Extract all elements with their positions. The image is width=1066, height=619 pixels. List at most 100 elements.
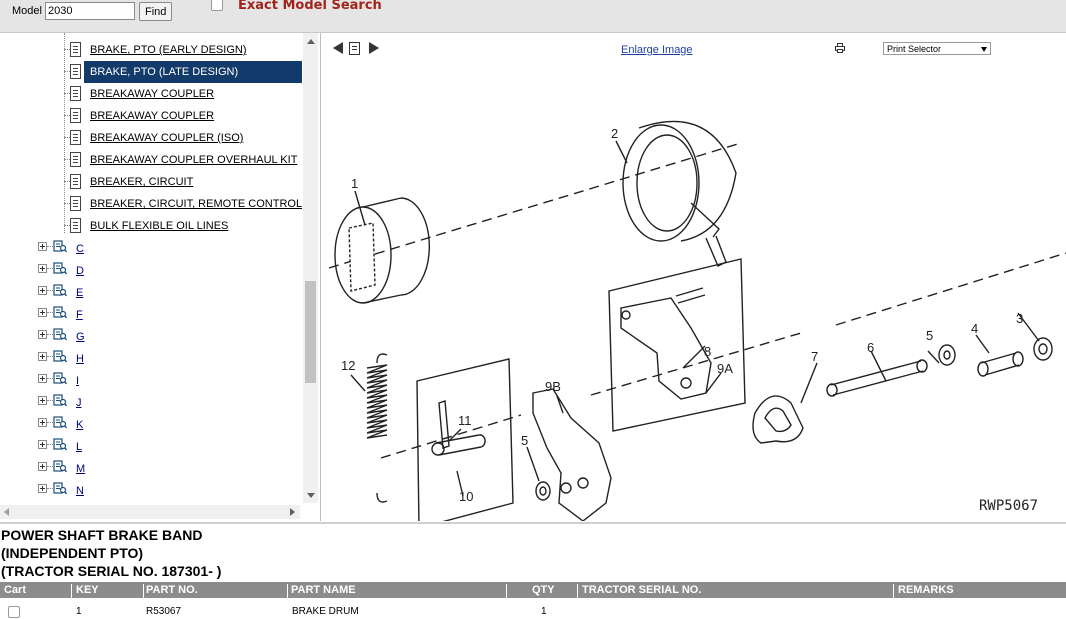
tree-category-label[interactable]: E <box>76 287 84 299</box>
tree-category[interactable]: L <box>38 436 238 458</box>
tree-item-label[interactable]: BREAKAWAY COUPLER OVERHAUL KIT <box>90 154 298 166</box>
book-search-icon <box>53 262 67 275</box>
tree-category-label[interactable]: N <box>76 485 84 497</box>
tree-item-label[interactable]: BREAKAWAY COUPLER (ISO) <box>90 132 244 144</box>
exploded-parts-diagram: 1 2 3 4 5 5 6 7 8 9A 9B 10 11 12 RWP5067 <box>328 120 1066 521</box>
tree-vertical-scroll-thumb[interactable] <box>305 281 316 383</box>
tree-item[interactable]: BREAKAWAY COUPLER (ISO) <box>64 127 304 149</box>
tree-item-label[interactable]: BRAKE, PTO (EARLY DESIGN) <box>90 44 247 56</box>
tree-category-label[interactable]: L <box>76 441 83 453</box>
tree-category-label[interactable]: H <box>76 353 84 365</box>
callout-5: 5 <box>926 328 933 343</box>
expand-icon[interactable] <box>38 374 47 383</box>
tree-item[interactable]: BREAKAWAY COUPLER <box>64 83 304 105</box>
tree-category[interactable]: E <box>38 282 238 304</box>
cart-checkbox[interactable] <box>8 606 20 618</box>
tree-category-label[interactable]: J <box>76 397 82 409</box>
column-header-key: KEY <box>76 584 144 598</box>
document-icon <box>70 108 81 123</box>
image-toolbar: Enlarge Image Print Selector <box>321 33 1066 63</box>
scroll-right-arrow-icon[interactable] <box>290 508 295 516</box>
previous-image-icon[interactable] <box>333 42 343 54</box>
next-image-icon[interactable] <box>369 42 379 54</box>
tree-item[interactable]: BREAKER, CIRCUIT <box>64 171 304 193</box>
expand-icon[interactable] <box>38 396 47 405</box>
expand-icon[interactable] <box>38 418 47 427</box>
part-snap-ring <box>1033 337 1053 361</box>
cell-part-name: BRAKE DRUM <box>292 606 359 617</box>
column-header-remarks: REMARKS <box>898 584 954 596</box>
parts-title-line: (INDEPENDENT PTO) <box>1 545 144 561</box>
model-input[interactable] <box>45 2 135 20</box>
tree-item-label[interactable]: BULK FLEXIBLE OIL LINES <box>90 220 229 232</box>
tree-category[interactable]: H <box>38 348 238 370</box>
tree-item[interactable]: BREAKAWAY COUPLER OVERHAUL KIT <box>64 149 304 171</box>
tree-item-label[interactable]: BREAKAWAY COUPLER <box>90 110 215 122</box>
tree-category[interactable]: C <box>38 238 238 260</box>
expand-icon[interactable] <box>38 286 47 295</box>
callout-4: 4 <box>971 321 978 336</box>
printer-icon[interactable] <box>835 43 845 53</box>
tree-category[interactable]: K <box>38 414 238 436</box>
part-pin-panel <box>416 358 514 521</box>
book-search-icon <box>53 284 67 297</box>
exact-search-checkbox[interactable] <box>211 0 223 11</box>
tree-vertical-scrollbar[interactable] <box>303 33 318 503</box>
scroll-left-arrow-icon[interactable] <box>4 508 9 516</box>
document-icon <box>70 196 81 211</box>
tree-item-label[interactable]: BRAKE, PTO (LATE DESIGN) <box>90 66 239 78</box>
tree-category-label[interactable]: G <box>76 331 85 343</box>
find-button[interactable]: Find <box>139 2 173 21</box>
tree-category-label[interactable]: I <box>76 375 80 387</box>
tree-category-label[interactable]: D <box>76 265 84 277</box>
callout-1: 1 <box>351 176 358 191</box>
callout-10: 10 <box>459 489 473 504</box>
tree-category-label[interactable]: M <box>76 463 86 475</box>
expand-icon[interactable] <box>38 352 47 361</box>
tree-item-label[interactable]: BREAKER, CIRCUIT <box>90 176 194 188</box>
page-icon[interactable] <box>349 42 360 55</box>
expand-icon[interactable] <box>38 264 47 273</box>
tree-category[interactable]: J <box>38 392 238 414</box>
print-selector-dropdown[interactable]: Print Selector <box>883 42 991 55</box>
tree-item-selected[interactable]: BRAKE, PTO (LATE DESIGN) <box>64 61 304 83</box>
document-icon <box>70 130 81 145</box>
callout-5: 5 <box>521 433 528 448</box>
scroll-down-arrow-icon[interactable] <box>307 493 315 498</box>
document-icon <box>70 218 81 233</box>
expand-icon[interactable] <box>38 462 47 471</box>
tree-item[interactable]: BULK FLEXIBLE OIL LINES <box>64 215 304 237</box>
expand-icon[interactable] <box>38 330 47 339</box>
tree-item-label[interactable]: BREAKER, CIRCUIT, REMOTE CONTROL <box>90 198 302 210</box>
book-search-icon <box>53 372 67 385</box>
callout-7: 7 <box>811 349 818 364</box>
expand-icon[interactable] <box>38 308 47 317</box>
tree-category[interactable]: M <box>38 458 238 480</box>
tree-item[interactable]: BREAKER, CIRCUIT, REMOTE CONTROL <box>64 193 302 215</box>
tree-horizontal-scrollbar[interactable] <box>0 505 300 519</box>
part-washer <box>535 344 956 501</box>
tree-category-label[interactable]: F <box>76 309 83 321</box>
tree-category[interactable]: G <box>38 326 238 348</box>
expand-icon[interactable] <box>38 440 47 449</box>
tree-category[interactable]: N <box>38 480 238 502</box>
document-icon <box>70 152 81 167</box>
book-search-icon <box>53 306 67 319</box>
tree-category[interactable]: F <box>38 304 238 326</box>
tree-category[interactable]: D <box>38 260 238 282</box>
expand-icon[interactable] <box>38 242 47 251</box>
column-header-qty: QTY <box>532 584 578 598</box>
tree-item[interactable]: BRAKE, PTO (EARLY DESIGN) <box>64 39 304 61</box>
enlarge-image-link[interactable]: Enlarge Image <box>621 44 693 56</box>
tree-item-label[interactable]: BREAKAWAY COUPLER <box>90 88 215 100</box>
expand-icon[interactable] <box>38 484 47 493</box>
tree-category-label[interactable]: K <box>76 419 84 431</box>
tree-item[interactable]: BREAKAWAY COUPLER <box>64 105 304 127</box>
tree-category-label[interactable]: C <box>76 243 84 255</box>
callout-9b: 9B <box>545 379 561 394</box>
tree-category[interactable]: I <box>38 370 238 392</box>
part-sleeve <box>977 351 1024 377</box>
scroll-up-arrow-icon[interactable] <box>307 39 315 44</box>
search-toolbar: Model Find Exact Model Search <box>0 0 1066 33</box>
callout-3: 3 <box>1016 311 1023 326</box>
